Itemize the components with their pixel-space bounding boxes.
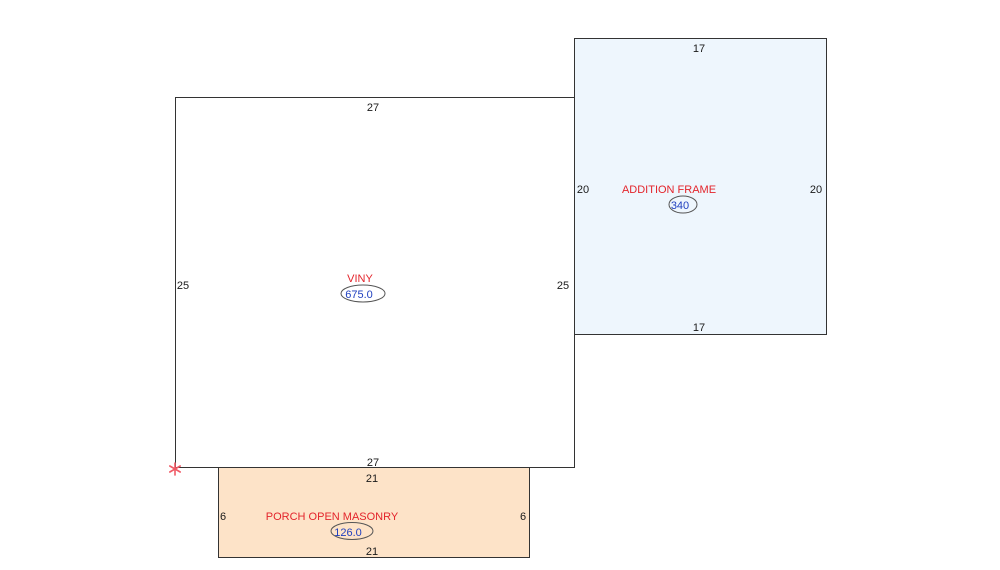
- asterisk-icon[interactable]: [169, 462, 181, 476]
- addition-dim-left: 20: [577, 184, 589, 196]
- porch-dim-right: 6: [520, 511, 526, 523]
- porch-dim-bottom: 21: [366, 546, 378, 558]
- addition-dim-bottom: 17: [693, 322, 705, 334]
- addition-label: ADDITION FRAME: [622, 184, 716, 196]
- addition-dim-right: 20: [810, 184, 822, 196]
- main-dim-right: 25: [557, 280, 569, 292]
- main-area-ellipse: [340, 284, 386, 303]
- main-dim-left: 25: [177, 280, 189, 292]
- addition-area-value: 340: [671, 200, 689, 212]
- addition-frame-outline: [574, 38, 827, 335]
- main-dim-top: 27: [367, 102, 379, 114]
- addition-dim-top: 17: [693, 43, 705, 55]
- porch-outline: [218, 467, 530, 558]
- main-area-value: 675.0: [345, 289, 373, 301]
- section-main-viny[interactable]: 27 27 25 25 VINY 675.0: [175, 97, 575, 470]
- section-porch-open-masonry[interactable]: 21 21 6 6 PORCH OPEN MASONRY 126.0: [218, 467, 530, 559]
- porch-dim-left: 6: [220, 511, 226, 523]
- porch-area-ellipse: [330, 522, 374, 540]
- main-dim-bottom: 27: [367, 457, 379, 469]
- main-viny-outline: [175, 97, 575, 468]
- addition-area-ellipse: [668, 195, 698, 214]
- porch-area-value: 126.0: [334, 527, 362, 539]
- main-label: VINY: [347, 273, 373, 285]
- porch-dim-top: 21: [366, 473, 378, 485]
- section-addition-frame[interactable]: 17 17 20 20 ADDITION FRAME 340: [574, 38, 827, 335]
- porch-label: PORCH OPEN MASONRY: [266, 511, 399, 523]
